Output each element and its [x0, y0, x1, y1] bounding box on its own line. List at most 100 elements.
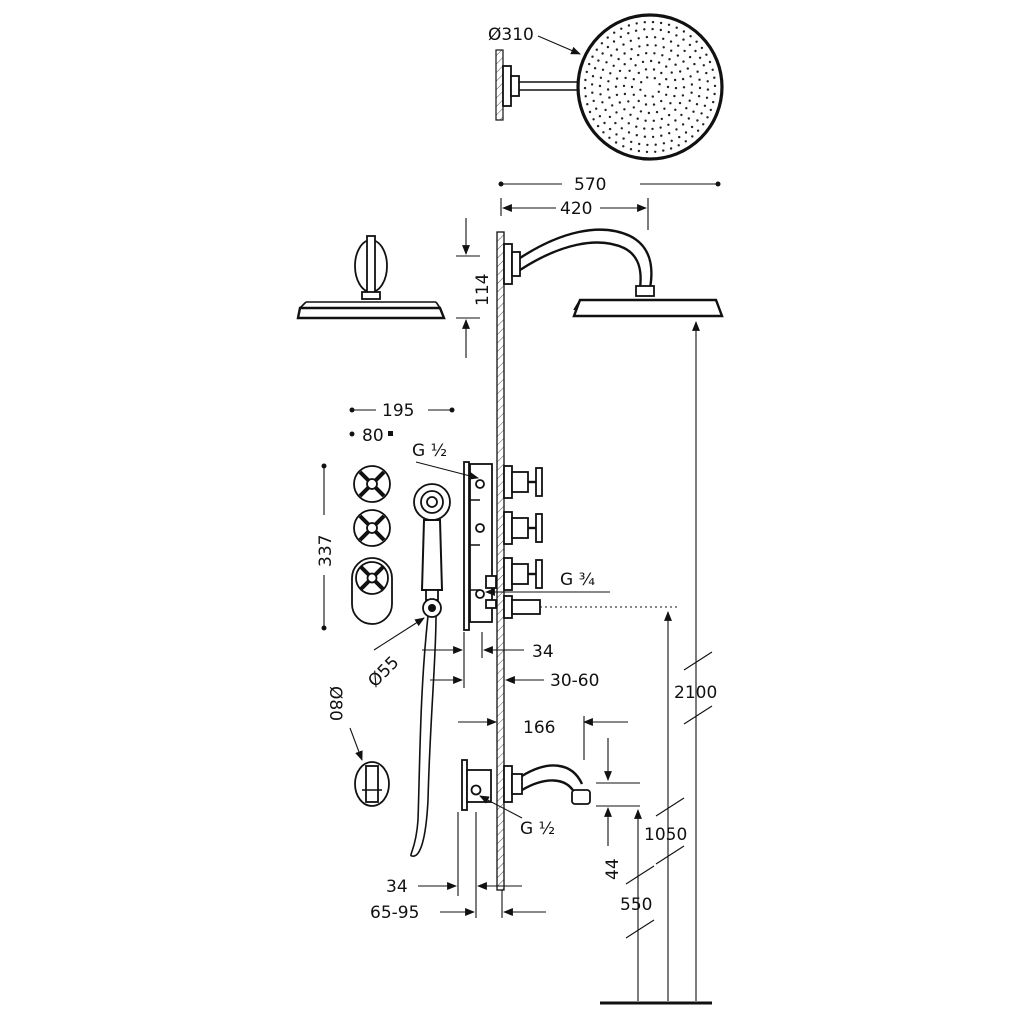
nozzle-dot	[692, 110, 695, 113]
nozzle-dot	[698, 56, 702, 59]
nozzle-dot	[669, 147, 673, 150]
spout-connector-front	[354, 761, 390, 807]
nozzle-dot	[679, 70, 682, 73]
nozzle-dot	[593, 67, 597, 70]
dim-recess-depth-lower-label: 34	[386, 877, 408, 897]
nozzle-dot	[636, 117, 639, 120]
nozzle-dot	[614, 85, 618, 88]
nozzle-dot	[690, 83, 694, 86]
nozzle-dot	[639, 88, 642, 92]
nozzle-dot	[608, 115, 612, 119]
nozzle-dot	[669, 40, 673, 43]
nozzle-dot	[643, 21, 646, 24]
nozzle-dot	[688, 55, 692, 59]
nozzle-dot	[600, 42, 604, 45]
nozzle-dot	[586, 103, 589, 106]
nozzle-dot	[623, 52, 626, 55]
hand-shower	[410, 483, 451, 857]
spout-valve	[461, 759, 492, 811]
nozzle-dot	[686, 67, 689, 70]
nozzle-dot	[612, 40, 616, 43]
dim-head-drop-label: 114	[473, 274, 493, 306]
nozzle-dot	[657, 90, 660, 94]
nozzle-dot	[646, 43, 649, 47]
nozzle-dot	[688, 99, 691, 102]
nozzle-dot	[605, 61, 608, 64]
nozzle-dot	[634, 29, 638, 32]
dim-head-drop: 114	[456, 218, 493, 358]
shower-head-front-view	[296, 235, 446, 320]
nozzle-dot	[635, 134, 638, 137]
nozzle-dot	[595, 48, 598, 51]
nozzle-dot	[651, 135, 655, 139]
nozzle-dot	[592, 99, 595, 103]
dim-recess-upper: 34 30-60	[422, 632, 599, 691]
nozzle-dot	[614, 121, 617, 125]
nozzle-dot	[620, 117, 624, 120]
nozzle-dot	[608, 96, 611, 99]
nozzle-dot	[629, 57, 633, 61]
nozzle-dot	[673, 94, 676, 98]
nozzle-dot	[675, 34, 678, 37]
nozzle-dot	[674, 63, 677, 66]
nozzle-dot	[602, 131, 605, 134]
dim-handset-diameter: Ø55	[364, 617, 425, 692]
nozzle-dot	[637, 99, 640, 103]
nozzle-dot	[640, 81, 643, 84]
shower-head-top-view	[495, 13, 724, 161]
nozzle-dot	[688, 43, 692, 47]
nozzle-dot	[597, 59, 600, 62]
nozzle-dot	[682, 86, 686, 89]
nozzle-dot	[634, 64, 637, 67]
nozzle-dot	[665, 93, 668, 97]
nozzle-dot	[682, 38, 685, 41]
nozzle-dot	[645, 52, 648, 55]
nozzle-dot	[606, 36, 609, 39]
nozzle-dot	[606, 45, 610, 49]
nozzle-dot	[713, 76, 716, 79]
nozzle-dot	[662, 149, 665, 152]
nozzle-dot	[654, 143, 657, 146]
nozzle-dot	[630, 140, 633, 144]
nozzle-dot	[690, 125, 694, 129]
hand-shower-outlet-side	[511, 599, 541, 615]
dim-plate-height-label: 337	[316, 535, 336, 567]
nozzle-dot	[632, 93, 635, 97]
dim-head-diameter: Ø310	[488, 25, 581, 55]
dim-recess-depth-upper-label: 34	[532, 642, 554, 662]
nozzle-dot	[689, 75, 692, 78]
dim-recess-range-upper-label: 30-60	[550, 671, 599, 691]
nozzle-dot	[653, 52, 656, 55]
dim-overall-width-label: 570	[574, 175, 606, 195]
dim-plate-width-label: 195	[382, 401, 414, 421]
nozzle-dot	[683, 49, 686, 53]
nozzle-dot	[673, 78, 677, 82]
nozzle-dot	[601, 101, 604, 104]
nozzle-dot	[622, 137, 625, 140]
nozzle-dot	[637, 53, 640, 57]
dim-connector-diameter: Ø80	[325, 686, 363, 761]
shower-arm-side-view	[503, 228, 724, 318]
dim-inlet-top-label: G ½	[412, 441, 447, 461]
nozzle-dot	[662, 142, 666, 145]
nozzle-dot	[615, 77, 619, 80]
nozzle-dot	[698, 78, 701, 81]
dim-arm-projection-label: 420	[560, 199, 592, 219]
nozzle-dot	[596, 124, 600, 128]
nozzle-dot	[623, 108, 626, 111]
nozzle-dot	[655, 110, 659, 114]
nozzle-dot	[615, 93, 619, 97]
nozzle-dot	[698, 86, 702, 90]
nozzle-dot	[668, 132, 671, 135]
nozzle-dot	[611, 104, 614, 107]
nozzle-dot	[627, 32, 630, 35]
nozzle-dot	[653, 36, 657, 39]
nozzle-dot	[653, 77, 656, 80]
nozzle-dot	[658, 83, 661, 86]
nozzle-dot	[627, 131, 631, 134]
nozzle-dot	[665, 78, 668, 81]
nozzle-dot	[666, 85, 670, 89]
arm-collar-top	[510, 75, 520, 97]
